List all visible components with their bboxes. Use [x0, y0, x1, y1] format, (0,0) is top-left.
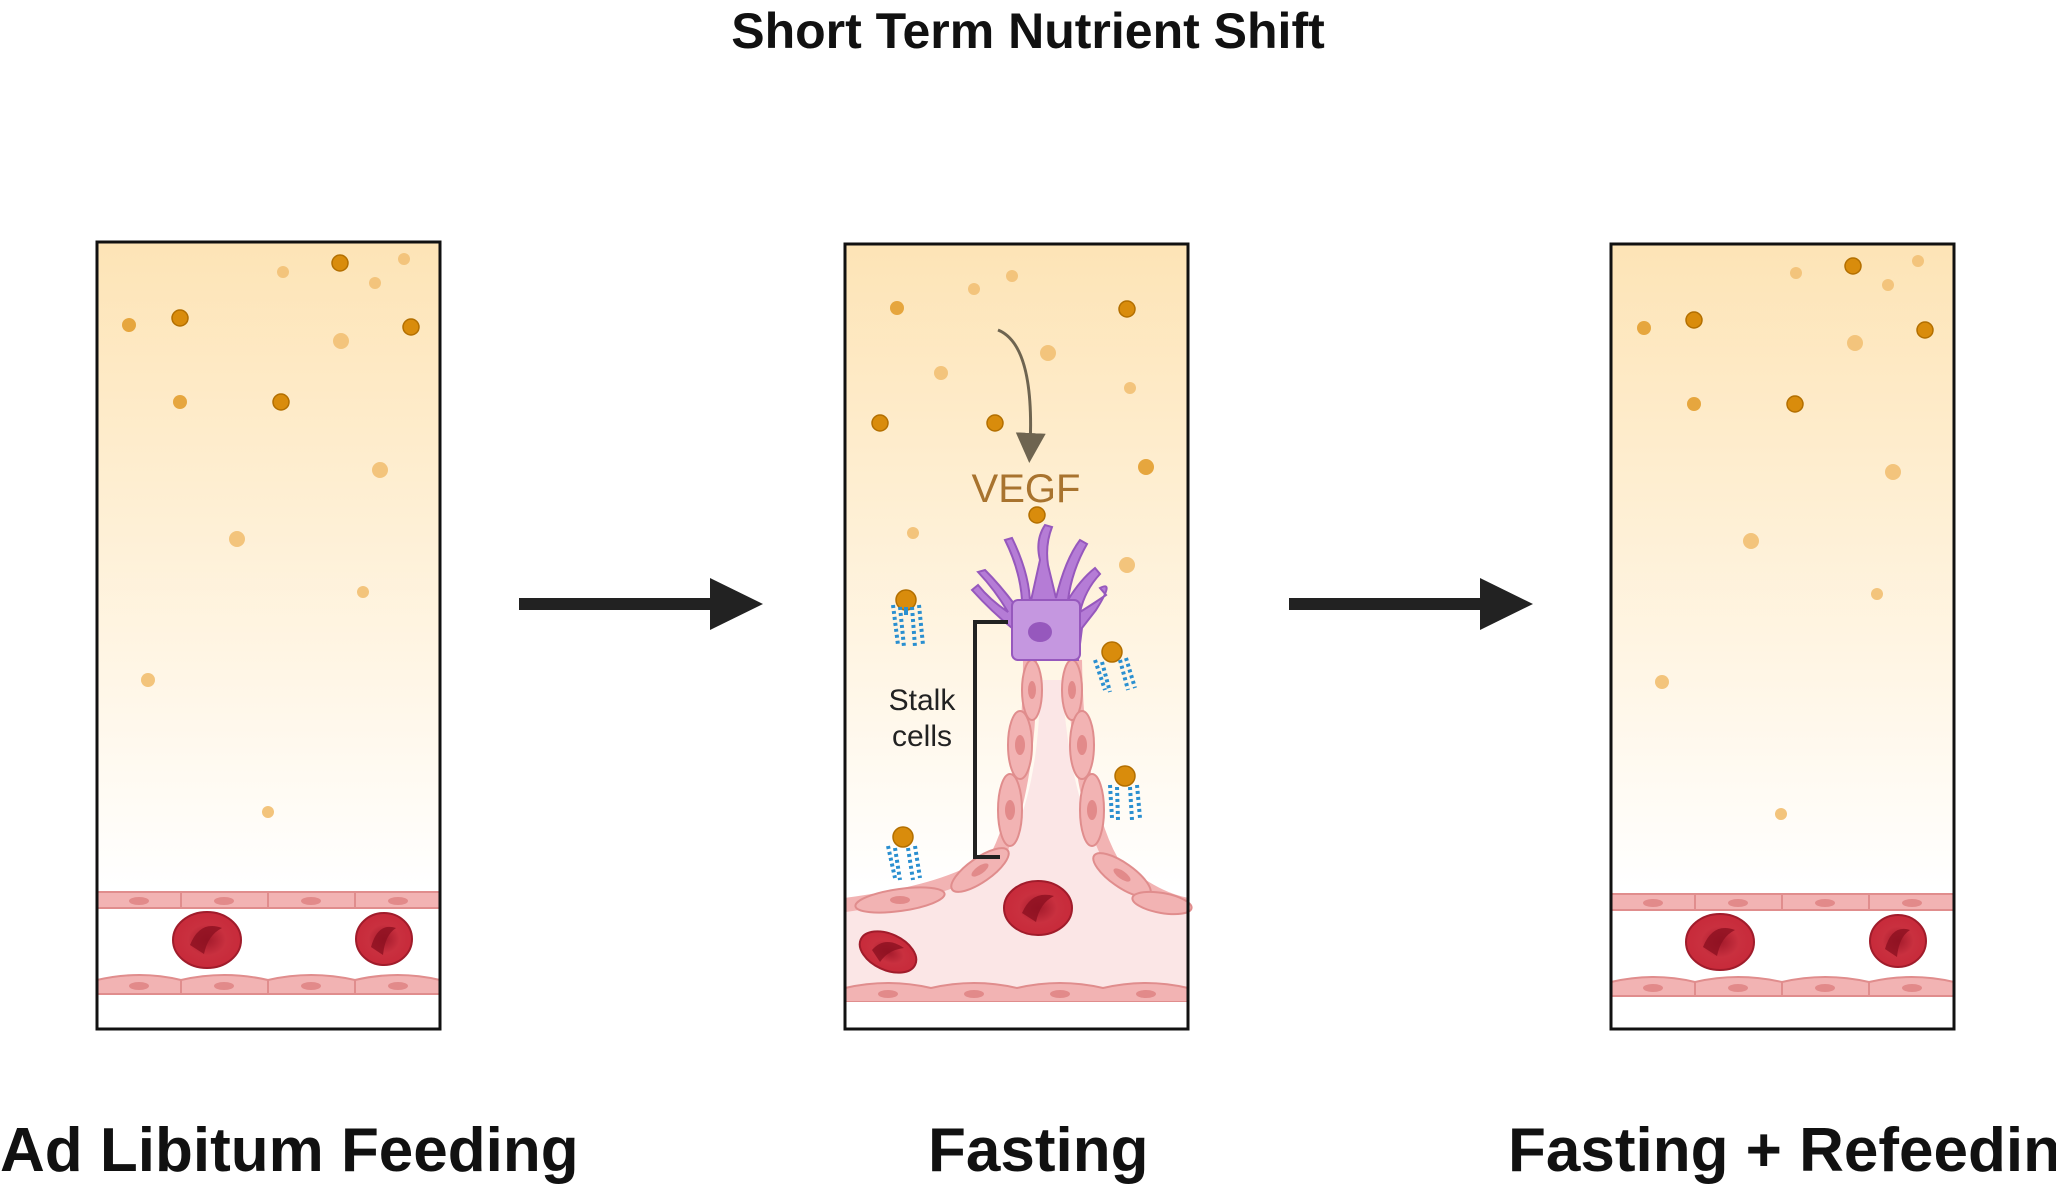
- panel-frame: [95, 240, 442, 1031]
- red-blood-cell: [1869, 914, 1927, 968]
- vegf-label: VEGF: [972, 467, 1081, 511]
- red-blood-cell: [172, 911, 242, 969]
- vegf-receptor: [1108, 765, 1142, 821]
- red-blood-cell: [1685, 913, 1755, 971]
- diagram-title: Short Term Nutrient Shift: [731, 3, 1325, 59]
- red-blood-cell: [858, 930, 918, 974]
- panel-fasting: VEGF: [843, 242, 1193, 1031]
- tip-cell: [970, 523, 1108, 661]
- stalk-label-line1: Stalk: [889, 684, 957, 717]
- nutrient-particles: [1637, 255, 1934, 820]
- caption-fasting: Fasting: [928, 1116, 1149, 1185]
- vegf-receptor: [891, 589, 925, 648]
- vessel-wall-bottom: [96, 974, 441, 995]
- transition-arrow: [1289, 578, 1533, 630]
- panel-frame: [843, 242, 1190, 1031]
- blood-vessel: [96, 890, 441, 995]
- stalk-cell-nuclei: [890, 681, 1131, 904]
- stalk-bracket: [973, 620, 1008, 859]
- panel-ad-libitum: [95, 240, 442, 1031]
- vessel-wall-bottom: [844, 982, 1189, 1003]
- nutrient-particles: [871, 270, 1154, 573]
- caption-ad-libitum: Ad Libitum Feeding: [0, 1116, 579, 1185]
- transition-arrow: [519, 578, 763, 630]
- panel-refeeding: [1609, 242, 1956, 1031]
- vessel-wall-top: [96, 891, 441, 909]
- panel-frame: [1609, 242, 1956, 1031]
- signal-arrow: [997, 328, 1046, 463]
- red-blood-cell: [355, 912, 413, 966]
- nutrient-particles: [122, 253, 420, 818]
- vegf-receptor: [1093, 641, 1137, 693]
- red-blood-cell: [1003, 880, 1073, 936]
- vessel-wall-top: [1610, 893, 1955, 911]
- vegf-receptor: [886, 826, 922, 881]
- blood-vessel: [1610, 892, 1955, 997]
- stalk-label-line2: cells: [892, 720, 952, 753]
- sprouting-vessel: [844, 659, 1193, 1029]
- caption-refeeding: Fasting + Refeeding: [1508, 1116, 2056, 1185]
- vessel-wall-bottom: [1610, 976, 1955, 997]
